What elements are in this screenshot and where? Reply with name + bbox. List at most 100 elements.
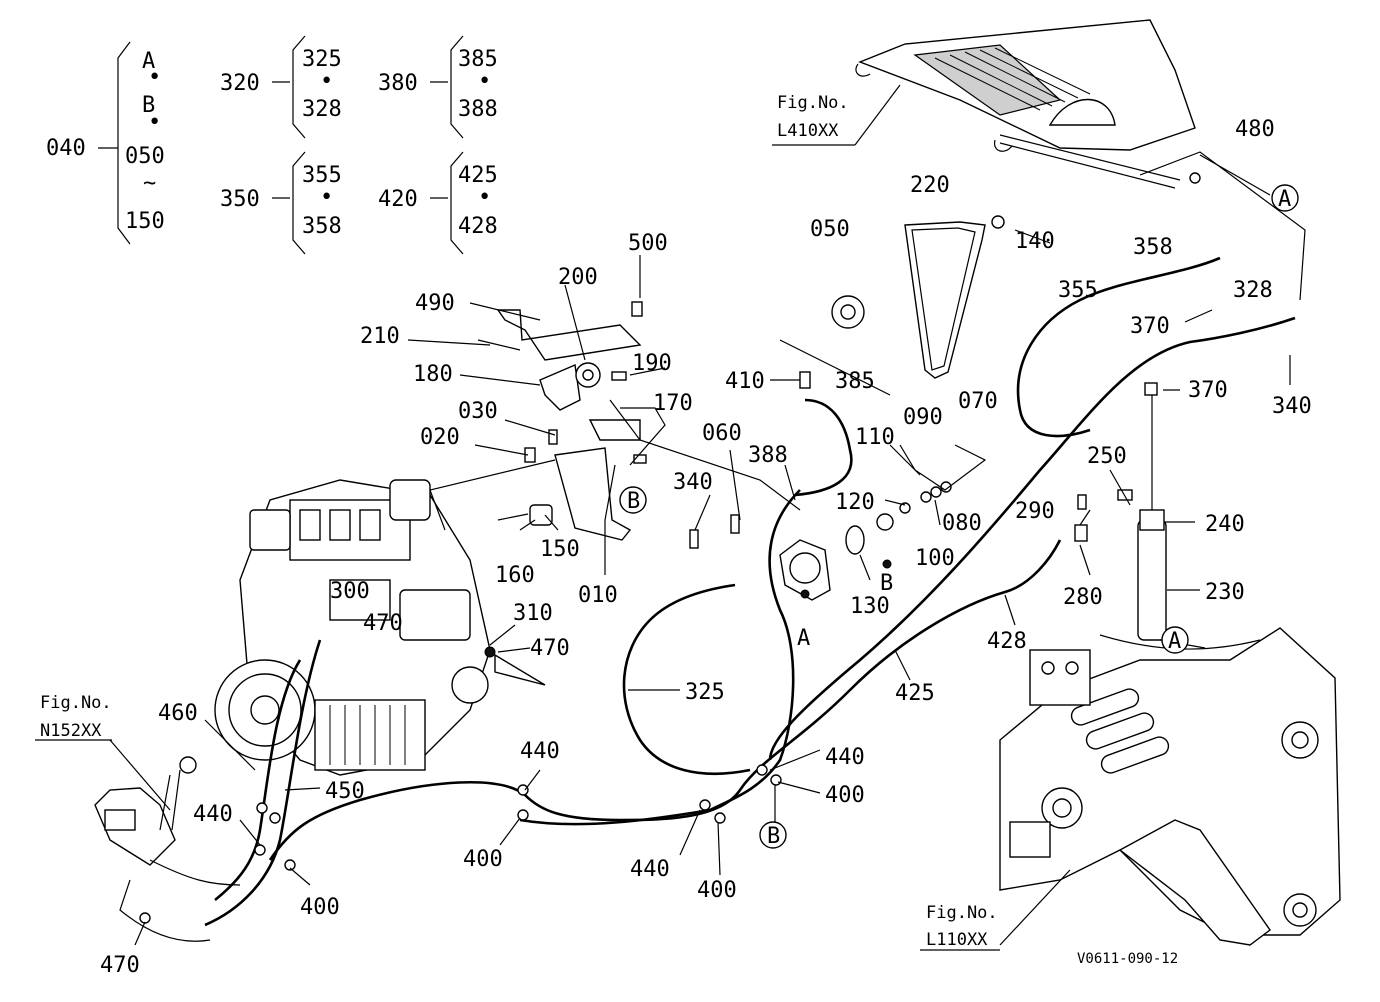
callout-030: 030 <box>458 399 498 424</box>
callout-310: 310 <box>513 601 553 626</box>
callout-340-left: 340 <box>673 470 713 495</box>
callout-480: 480 <box>1235 117 1275 142</box>
callout-080: 080 <box>942 511 982 536</box>
callout-110: 110 <box>855 425 895 450</box>
callout-425: 425 <box>895 681 935 706</box>
legend-group-350: 350 355 • 358 <box>220 151 342 255</box>
callout-460: 460 <box>158 701 198 726</box>
callout-400-lower: 400 <box>697 878 737 903</box>
svg-text:•: • <box>478 185 491 210</box>
callout-100: 100 <box>915 546 955 571</box>
svg-text:•: • <box>148 65 161 90</box>
callout-190: 190 <box>632 351 672 376</box>
engine-assembly <box>214 479 546 776</box>
fig-ref-lower-code: L110XX <box>926 930 988 950</box>
callout-440-center: 440 <box>520 739 560 764</box>
callout-410: 410 <box>725 369 765 394</box>
ref-circles <box>619 184 1299 849</box>
callout-450: 450 <box>325 779 365 804</box>
callout-120: 120 <box>835 490 875 515</box>
callout-140: 140 <box>1015 229 1055 254</box>
legend-group-040: 040 A • B • 050 ~ 150 <box>46 41 165 245</box>
callout-440-right: 440 <box>825 745 865 770</box>
callout-440-lower: 440 <box>630 857 670 882</box>
callout-160: 160 <box>495 563 535 588</box>
svg-text:•: • <box>320 185 333 210</box>
callout-400-right: 400 <box>825 783 865 808</box>
loader-boom-frame <box>999 627 1341 946</box>
fig-ref-left-code: N152XX <box>40 721 102 741</box>
callout-250: 250 <box>1087 444 1127 469</box>
callout-210: 210 <box>360 324 400 349</box>
callout-428: 428 <box>987 629 1027 654</box>
callout-440-left: 440 <box>193 802 233 827</box>
fig-ref-left-prefix: Fig.No. <box>40 693 112 713</box>
legend-040-item-050: 050 <box>125 144 165 169</box>
callout-020: 020 <box>420 425 460 450</box>
callout-ref-b-upper: B <box>627 489 640 514</box>
fig-ref-lower: Fig.No. L110XX <box>920 903 1000 951</box>
callout-130: 130 <box>850 594 890 619</box>
callout-170: 170 <box>653 391 693 416</box>
callout-180: 180 <box>413 362 453 387</box>
callout-400-left: 400 <box>300 895 340 920</box>
legend-420-item-428: 428 <box>458 214 498 239</box>
callout-388: 388 <box>748 443 788 468</box>
legend-350-item-355: 355 <box>302 163 342 188</box>
callout-060: 060 <box>702 421 742 446</box>
callout-355: 355 <box>1058 278 1098 303</box>
fig-ref-upper-prefix: Fig.No. <box>777 93 849 113</box>
legend-320-item-328: 328 <box>302 97 342 122</box>
upper-frame-panel <box>855 19 1201 189</box>
drawing-code: V0611-090-12 <box>1077 951 1178 967</box>
callout-340-right: 340 <box>1272 394 1312 419</box>
callout-328: 328 <box>1233 278 1273 303</box>
callout-090: 090 <box>903 405 943 430</box>
callout-220: 220 <box>910 173 950 198</box>
legend-320-code: 320 <box>220 71 260 96</box>
legend-350-code: 350 <box>220 187 260 212</box>
legend-420-item-425: 425 <box>458 163 498 188</box>
hydraulic-hoses <box>204 256 1296 927</box>
legend-320-item-325: 325 <box>302 47 342 72</box>
callout-ref-a-pump: A <box>797 626 810 651</box>
callout-290: 290 <box>1015 499 1055 524</box>
callout-ref-b-lower: B <box>767 824 780 849</box>
callout-070: 070 <box>958 389 998 414</box>
legend-380-item-388: 388 <box>458 97 498 122</box>
loader-valve-left <box>94 756 241 942</box>
callout-470-right: 470 <box>530 636 570 661</box>
bracket-assembly <box>477 301 647 541</box>
svg-text:•: • <box>320 69 333 94</box>
legend-group-380: 380 385 • 388 <box>378 35 498 139</box>
callout-200: 200 <box>558 265 598 290</box>
legend-350-item-358: 358 <box>302 214 342 239</box>
fig-ref-upper: Fig.No. L410XX <box>772 93 855 146</box>
callout-325: 325 <box>685 680 725 705</box>
fig-ref-left: Fig.No. N152XX <box>35 693 112 741</box>
legend-040-item-a: A <box>142 49 155 74</box>
compressor-and-belt <box>689 215 1005 601</box>
callout-385: 385 <box>835 369 875 394</box>
callout-ref-a-lower: A <box>1168 629 1181 654</box>
callout-ref-a-upper: A <box>1278 187 1291 212</box>
legend-group-320: 320 325 • 328 <box>220 35 342 139</box>
svg-text:•: • <box>478 69 491 94</box>
legend-380-code: 380 <box>378 71 418 96</box>
callout-400-center: 400 <box>463 847 503 872</box>
legend-420-code: 420 <box>378 187 418 212</box>
leader-lines <box>109 84 1306 946</box>
cylinder-assembly <box>1074 382 1167 641</box>
callout-240: 240 <box>1205 512 1245 537</box>
fig-ref-lower-prefix: Fig.No. <box>926 903 998 923</box>
callout-500: 500 <box>628 231 668 256</box>
callout-010: 010 <box>578 583 618 608</box>
legend-040-item-tilde: ~ <box>143 171 156 196</box>
legend-040-item-b: B <box>142 93 155 118</box>
svg-text:•: • <box>148 110 161 135</box>
legend-040-code: 040 <box>46 136 86 161</box>
callout-490: 490 <box>415 291 455 316</box>
callout-150: 150 <box>540 537 580 562</box>
callout-050: 050 <box>810 217 850 242</box>
